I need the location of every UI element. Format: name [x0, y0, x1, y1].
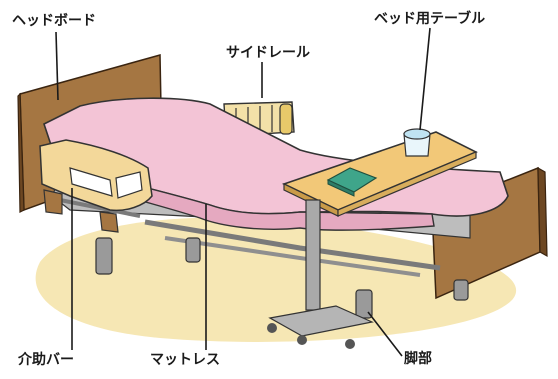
book-on-table — [326, 167, 378, 197]
leader-bed-table — [419, 27, 431, 131]
label-mattress: マットレス — [150, 352, 220, 368]
leader-lines — [55, 27, 431, 357]
leader-legs — [367, 311, 403, 357]
floor-shadow — [35, 217, 517, 342]
label-headboard: ヘッドボード — [12, 13, 96, 29]
label-bed-table: ベッド用テーブル — [374, 11, 486, 27]
label-side-rail: サイドレール — [226, 45, 310, 61]
leader-headboard — [55, 31, 59, 101]
overbed-table — [267, 131, 478, 349]
label-legs: 脚部 — [404, 351, 432, 367]
assist-bar — [39, 139, 153, 233]
cup-on-table — [403, 128, 431, 157]
label-assist-bar: 介助バー — [18, 352, 74, 368]
bed-legs — [95, 237, 469, 319]
